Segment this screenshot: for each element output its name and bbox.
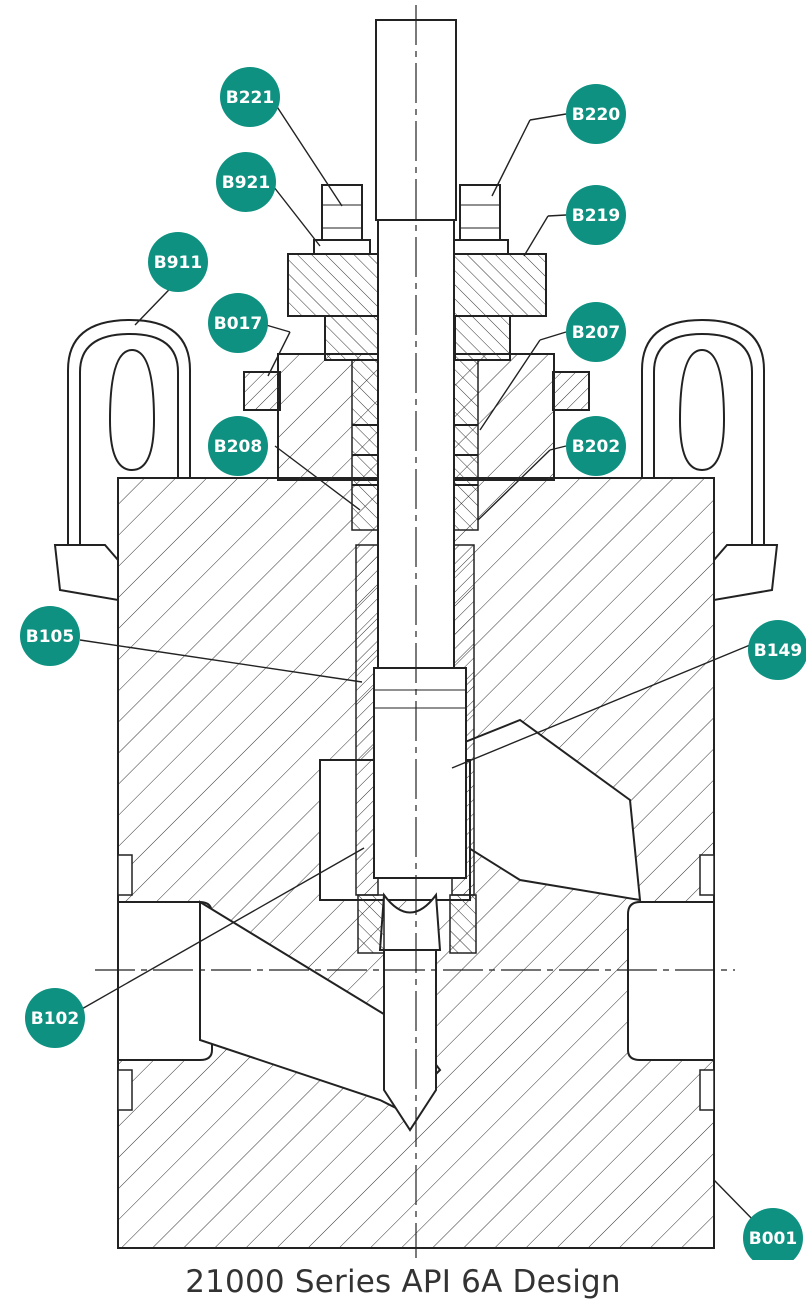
svg-text:B921: B921 xyxy=(222,173,270,193)
callout-b202: B202 xyxy=(566,416,626,476)
svg-text:B105: B105 xyxy=(26,627,74,647)
svg-text:B219: B219 xyxy=(572,206,620,226)
callout-b911: B911 xyxy=(148,232,208,292)
svg-text:B202: B202 xyxy=(572,437,620,457)
callout-b220: B220 xyxy=(566,84,626,144)
callout-b017: B017 xyxy=(208,293,268,353)
stud-nuts xyxy=(313,184,509,255)
svg-text:B102: B102 xyxy=(31,1009,79,1029)
svg-text:B208: B208 xyxy=(214,437,262,457)
callout-b149: B149 xyxy=(748,620,806,680)
lifting-eye-right xyxy=(641,318,779,602)
callout-b105: B105 xyxy=(20,606,80,666)
side-nut-right xyxy=(552,371,590,411)
callout-b221: B221 xyxy=(220,67,280,127)
callout-b921: B921 xyxy=(216,152,276,212)
svg-text:B149: B149 xyxy=(754,641,802,661)
callout-b219: B219 xyxy=(566,185,626,245)
lifting-eye-left xyxy=(53,318,191,602)
svg-text:B017: B017 xyxy=(214,314,262,334)
svg-text:B220: B220 xyxy=(572,105,621,125)
callout-b001: B001 xyxy=(743,1208,803,1260)
svg-text:B207: B207 xyxy=(572,323,620,343)
svg-text:B911: B911 xyxy=(154,253,202,273)
side-nut-left xyxy=(243,371,281,411)
leader-lines xyxy=(79,95,759,1226)
svg-text:B001: B001 xyxy=(749,1229,797,1249)
callouts: B221 B220 B921 B219 B911 B017 B207 B208 … xyxy=(20,67,806,1260)
valve-section-drawing: B221 B220 B921 B219 B911 B017 B207 B208 … xyxy=(20,5,806,1260)
callout-b102: B102 xyxy=(25,988,85,1048)
valve-stem xyxy=(357,19,477,1132)
figure-caption: 21000 Series API 6A Design xyxy=(185,1264,621,1300)
svg-text:B221: B221 xyxy=(226,88,274,108)
callout-b208: B208 xyxy=(208,416,268,476)
callout-b207: B207 xyxy=(566,302,626,362)
